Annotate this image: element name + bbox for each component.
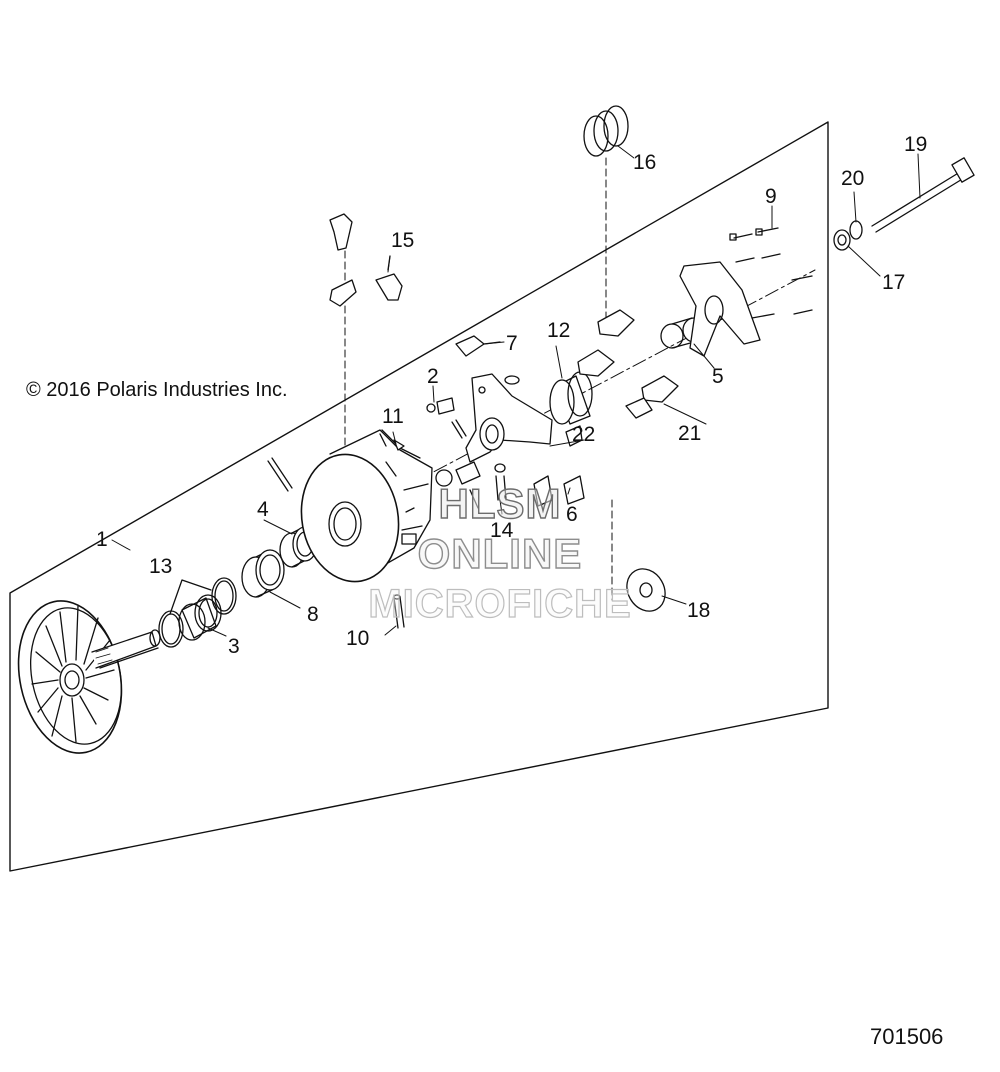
- callout-20: 20: [841, 167, 865, 190]
- pin-part: [267, 457, 293, 492]
- nut-17-part: [833, 229, 851, 251]
- callout-14: 14: [490, 519, 514, 542]
- callout-3: 3: [228, 635, 240, 658]
- cam-arms-part: [329, 213, 403, 307]
- roller-7-part: [455, 335, 501, 357]
- callout-7: 7: [506, 332, 518, 355]
- callout-5: 5: [712, 365, 724, 388]
- callout-16: 16: [633, 151, 657, 174]
- callout-6: 6: [566, 503, 578, 526]
- sleeve-12-part: [549, 371, 593, 425]
- callout-1: 1: [96, 528, 108, 551]
- watermark-line-1: HLSM: [438, 479, 562, 527]
- callout-15: 15: [391, 229, 415, 252]
- drawing-number: 701506: [870, 1024, 944, 1049]
- cam-shoes-part: [577, 309, 679, 419]
- moveable-sheave-part: [300, 429, 433, 583]
- roll-pin-10-part: [393, 594, 405, 629]
- callout-4: 4: [257, 498, 269, 521]
- cover-plate-part: [679, 261, 761, 357]
- fixed-sheave-part: [17, 600, 161, 754]
- watermark-line-3: MICROFICHE: [368, 581, 632, 626]
- leader-lines: [111, 145, 921, 637]
- copyright-notice: © 2016 Polaris Industries Inc.: [26, 379, 288, 401]
- callout-18: 18: [687, 599, 711, 622]
- callout-17: 17: [882, 271, 906, 294]
- callout-21: 21: [678, 422, 702, 445]
- screws-part: [729, 227, 813, 319]
- assembly-boundary: [9, 121, 829, 872]
- watermark-line-2: ONLINE: [417, 529, 583, 577]
- washer-18-part: [626, 568, 666, 612]
- spider-part: [465, 373, 553, 463]
- callout-8: 8: [307, 603, 319, 626]
- bolt-19-part: [871, 157, 975, 233]
- small-hardware-part: [393, 375, 520, 451]
- callout-2: 2: [427, 365, 439, 388]
- bushing-8-part: [241, 549, 285, 598]
- center-axis: [389, 269, 816, 496]
- callout-12: 12: [547, 319, 571, 342]
- callout-11: 11: [382, 405, 404, 428]
- callout-22: 22: [572, 423, 596, 446]
- washer-20-part: [849, 220, 863, 240]
- callout-9: 9: [765, 185, 777, 208]
- spring-part: [583, 105, 629, 157]
- callout-19: 19: [904, 133, 928, 156]
- callout-13: 13: [149, 555, 173, 578]
- callout-10: 10: [346, 627, 370, 650]
